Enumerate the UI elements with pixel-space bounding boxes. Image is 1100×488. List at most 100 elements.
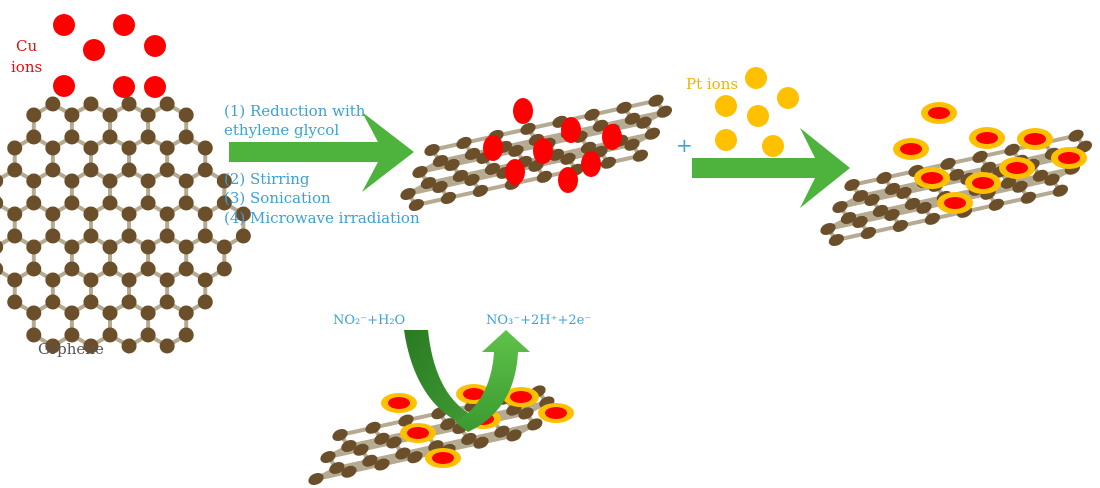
cu-core [944, 197, 966, 209]
carbon-atom [178, 305, 194, 321]
carbon-atom [26, 195, 42, 211]
carbon-atom [7, 206, 23, 222]
cu-ion [83, 39, 105, 61]
carbon-atom [159, 140, 175, 156]
cu-core [388, 397, 410, 409]
carbon-atom [916, 201, 932, 214]
carbon-atom [924, 212, 941, 225]
carbon-atom [656, 105, 673, 118]
cu-core [407, 427, 429, 439]
carbon-atom [527, 418, 543, 431]
cu-core [432, 452, 454, 464]
carbon-atom [26, 173, 42, 189]
carbon-atom [536, 170, 553, 183]
cu-particle [602, 124, 622, 150]
carbon-atom [64, 195, 80, 211]
carbon-atom [102, 327, 118, 343]
carbon-atom [0, 240, 4, 254]
cu-core [463, 388, 485, 400]
carbon-atom [1044, 173, 1060, 186]
carbon-atom [83, 96, 99, 112]
cu-core [1006, 162, 1028, 174]
carbon-atom [506, 429, 522, 442]
cu-core [1058, 152, 1080, 164]
carbon-atom [440, 191, 457, 204]
carbon-atom [83, 338, 99, 354]
carbon-atom [64, 261, 80, 277]
carbon-atom [102, 261, 118, 277]
cu-core [976, 132, 998, 144]
cu-ion [144, 76, 166, 98]
pt-ion [777, 87, 799, 109]
carbon-atom [197, 206, 213, 222]
carbon-atom [83, 162, 99, 178]
cu-particle [561, 117, 581, 143]
carbon-atom [518, 407, 534, 420]
carbon-atom [159, 206, 175, 222]
carbon-atom [374, 458, 390, 471]
carbon-atom [452, 169, 469, 182]
carbon-atom [408, 198, 425, 212]
cu-ion [53, 14, 75, 36]
carbon-atom [636, 116, 652, 129]
carbon-atom [444, 158, 460, 171]
carbon-atom [520, 122, 536, 135]
carbon-atom [64, 305, 80, 321]
carbon-atom [102, 129, 118, 145]
carbon-atom [584, 108, 600, 121]
carbon-atom [972, 150, 988, 163]
cu-ion [113, 76, 135, 98]
reactant-label: NO₂⁻+H₂O [333, 313, 405, 328]
carbon-atom [353, 443, 369, 456]
cu-graphene-sheet [400, 94, 673, 212]
cu-particle [558, 167, 578, 193]
curved-arrow-up [455, 330, 530, 432]
carbon-atom [140, 327, 156, 343]
carbon-atom [197, 228, 213, 244]
carbon-atom [102, 107, 118, 123]
carbon-atom [83, 140, 99, 156]
carbon-atom [26, 239, 42, 255]
carbon-atom [159, 294, 175, 310]
carbon-atom [121, 294, 137, 310]
pt-ion [715, 95, 737, 117]
pt-ion [747, 105, 769, 127]
carbon-atom [26, 107, 42, 123]
carbon-atom [45, 162, 61, 178]
cu-core [928, 107, 950, 119]
cu-ion [53, 75, 75, 97]
carbon-atom [102, 173, 118, 189]
cu-core [510, 391, 532, 403]
carbon-atom [159, 96, 175, 112]
cu-core [545, 407, 567, 419]
cu-core [972, 177, 994, 189]
cu-particle [533, 138, 553, 164]
carbon-atom [121, 338, 137, 354]
carbon-atom [7, 272, 23, 288]
cu-ion [144, 35, 166, 57]
carbon-atom [0, 174, 4, 188]
synthesis-steps: (1) Reduction with ethylene glycol (2) S… [224, 102, 420, 227]
carbon-atom [0, 196, 4, 210]
step1-label-cont: ethylene glycol [224, 121, 339, 139]
carbon-atom [624, 138, 640, 151]
carbon-atom [616, 101, 632, 114]
carbon-atom [398, 414, 414, 427]
cu-particle [483, 135, 503, 161]
cu-particle [581, 151, 601, 177]
cu-particle [505, 159, 525, 185]
carbon-atom [7, 294, 23, 310]
carbon-atom [45, 96, 61, 112]
carbon-atom [988, 198, 1005, 211]
carbon-atom [644, 127, 661, 140]
carbon-atom [840, 211, 857, 225]
step3-label: (3) Sonication [224, 189, 331, 207]
carbon-atom [178, 173, 194, 189]
carbon-atom [508, 144, 524, 157]
carbon-atom [216, 195, 232, 211]
carbon-atom [0, 262, 4, 276]
product-label: NO₃⁻+2H⁺+2e⁻ [486, 313, 591, 328]
carbon-atom [412, 165, 428, 179]
carbon-atom [83, 206, 99, 222]
